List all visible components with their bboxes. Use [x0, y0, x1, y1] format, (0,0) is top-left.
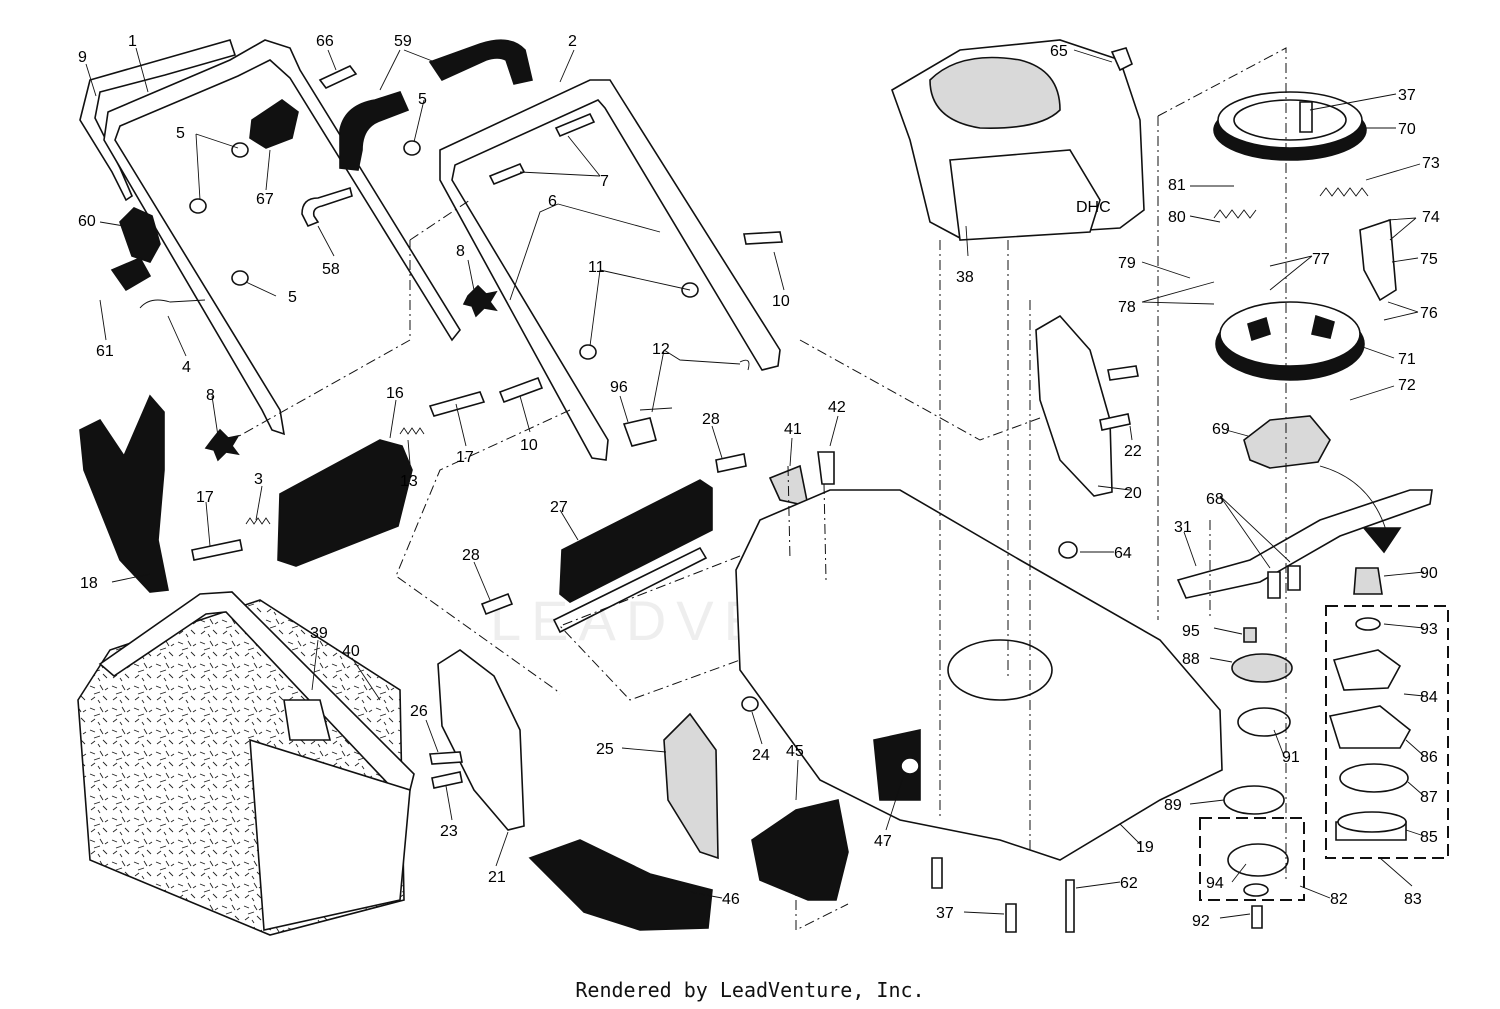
callout-42: 42 [828, 399, 846, 416]
callout-81: 81 [1168, 177, 1186, 194]
callout-66: 66 [316, 33, 334, 50]
blade-drive-assembly [1157, 47, 1449, 929]
callout-59: 59 [394, 33, 412, 50]
callout-22: 22 [1124, 443, 1142, 460]
callout-89: 89 [1164, 797, 1182, 814]
callout-62: 62 [1120, 875, 1138, 892]
callout-numbers: 9 1 66 59 2 65 37 70 5 5 5 67 7 81 73 80… [78, 33, 1440, 930]
callout-60: 60 [78, 213, 96, 230]
callout-10-right: 10 [772, 293, 790, 310]
callout-5-a: 5 [418, 91, 427, 108]
callout-6: 6 [548, 193, 557, 210]
height-adjust-brackets [429, 314, 1139, 931]
callout-8-bottom: 8 [206, 387, 215, 404]
callout-41: 41 [784, 421, 802, 438]
callout-45: 45 [786, 743, 804, 760]
callout-78: 78 [1118, 299, 1136, 316]
engine-model-text: DHC [1076, 199, 1111, 216]
callout-8-top: 8 [456, 243, 465, 260]
callout-3: 3 [254, 471, 263, 488]
callout-37-top: 37 [1398, 87, 1416, 104]
assembly-guide-lines [231, 199, 1041, 931]
callout-31: 31 [1174, 519, 1192, 536]
callout-94: 94 [1206, 875, 1224, 892]
callout-93: 93 [1420, 621, 1438, 638]
callout-91: 91 [1282, 749, 1300, 766]
callout-9: 9 [78, 49, 87, 66]
callout-11: 11 [588, 259, 605, 276]
callout-27: 27 [550, 499, 568, 516]
callout-28-bottom: 28 [462, 547, 480, 564]
callout-83: 83 [1404, 891, 1422, 908]
engine-and-deck: DHC [735, 39, 1223, 933]
callout-76: 76 [1420, 305, 1438, 322]
callout-68: 68 [1206, 491, 1224, 508]
callout-82: 82 [1330, 891, 1348, 908]
callout-40: 40 [342, 643, 360, 660]
callout-38: 38 [956, 269, 974, 286]
callout-28-top: 28 [702, 411, 720, 428]
callout-47: 47 [874, 833, 892, 850]
callout-61: 61 [96, 343, 114, 360]
callout-23: 23 [440, 823, 458, 840]
callout-90: 90 [1420, 565, 1438, 582]
callout-12: 12 [652, 341, 670, 358]
callout-88: 88 [1182, 651, 1200, 668]
callout-17-right: 17 [456, 449, 474, 466]
callout-72: 72 [1398, 377, 1416, 394]
callout-77: 77 [1312, 251, 1330, 268]
callout-84: 84 [1420, 689, 1438, 706]
callout-1: 1 [128, 33, 137, 50]
callout-2: 2 [568, 33, 577, 50]
callout-75: 75 [1420, 251, 1438, 268]
callout-17-left: 17 [196, 489, 214, 506]
callout-24: 24 [752, 747, 770, 764]
callout-95: 95 [1182, 623, 1200, 640]
callout-5-b: 5 [176, 125, 185, 142]
callout-86: 86 [1420, 749, 1438, 766]
callout-67: 67 [256, 191, 274, 208]
callout-25: 25 [596, 741, 614, 758]
credit-text: Rendered by LeadVenture, Inc. [575, 978, 925, 1002]
callout-80: 80 [1168, 209, 1186, 226]
callout-87: 87 [1420, 789, 1438, 806]
callout-18: 18 [80, 575, 98, 592]
callout-7: 7 [600, 173, 609, 190]
callout-65: 65 [1050, 43, 1068, 60]
callout-92: 92 [1192, 913, 1210, 930]
callout-leaders [85, 47, 1425, 919]
callout-26: 26 [410, 703, 428, 720]
grass-catcher-bag [77, 591, 415, 936]
callout-58: 58 [322, 261, 340, 278]
callout-37-bottom: 37 [936, 905, 954, 922]
callout-79: 79 [1118, 255, 1136, 272]
callout-16: 16 [386, 385, 404, 402]
callout-71: 71 [1398, 351, 1416, 368]
callout-96: 96 [610, 379, 628, 396]
callout-19: 19 [1136, 839, 1154, 856]
callout-85: 85 [1420, 829, 1438, 846]
callout-64: 64 [1114, 545, 1132, 562]
callout-73: 73 [1422, 155, 1440, 172]
callout-5-d: 5 [288, 289, 297, 306]
callout-74: 74 [1422, 209, 1440, 226]
callout-20: 20 [1124, 485, 1142, 502]
callout-4: 4 [182, 359, 191, 376]
callout-70: 70 [1398, 121, 1416, 138]
callout-46: 46 [722, 891, 740, 908]
upper-handle-assembly [79, 39, 835, 634]
callout-39: 39 [310, 625, 328, 642]
callout-21: 21 [488, 869, 506, 886]
callout-69: 69 [1212, 421, 1230, 438]
callout-13: 13 [400, 473, 418, 490]
callout-10-left: 10 [520, 437, 538, 454]
